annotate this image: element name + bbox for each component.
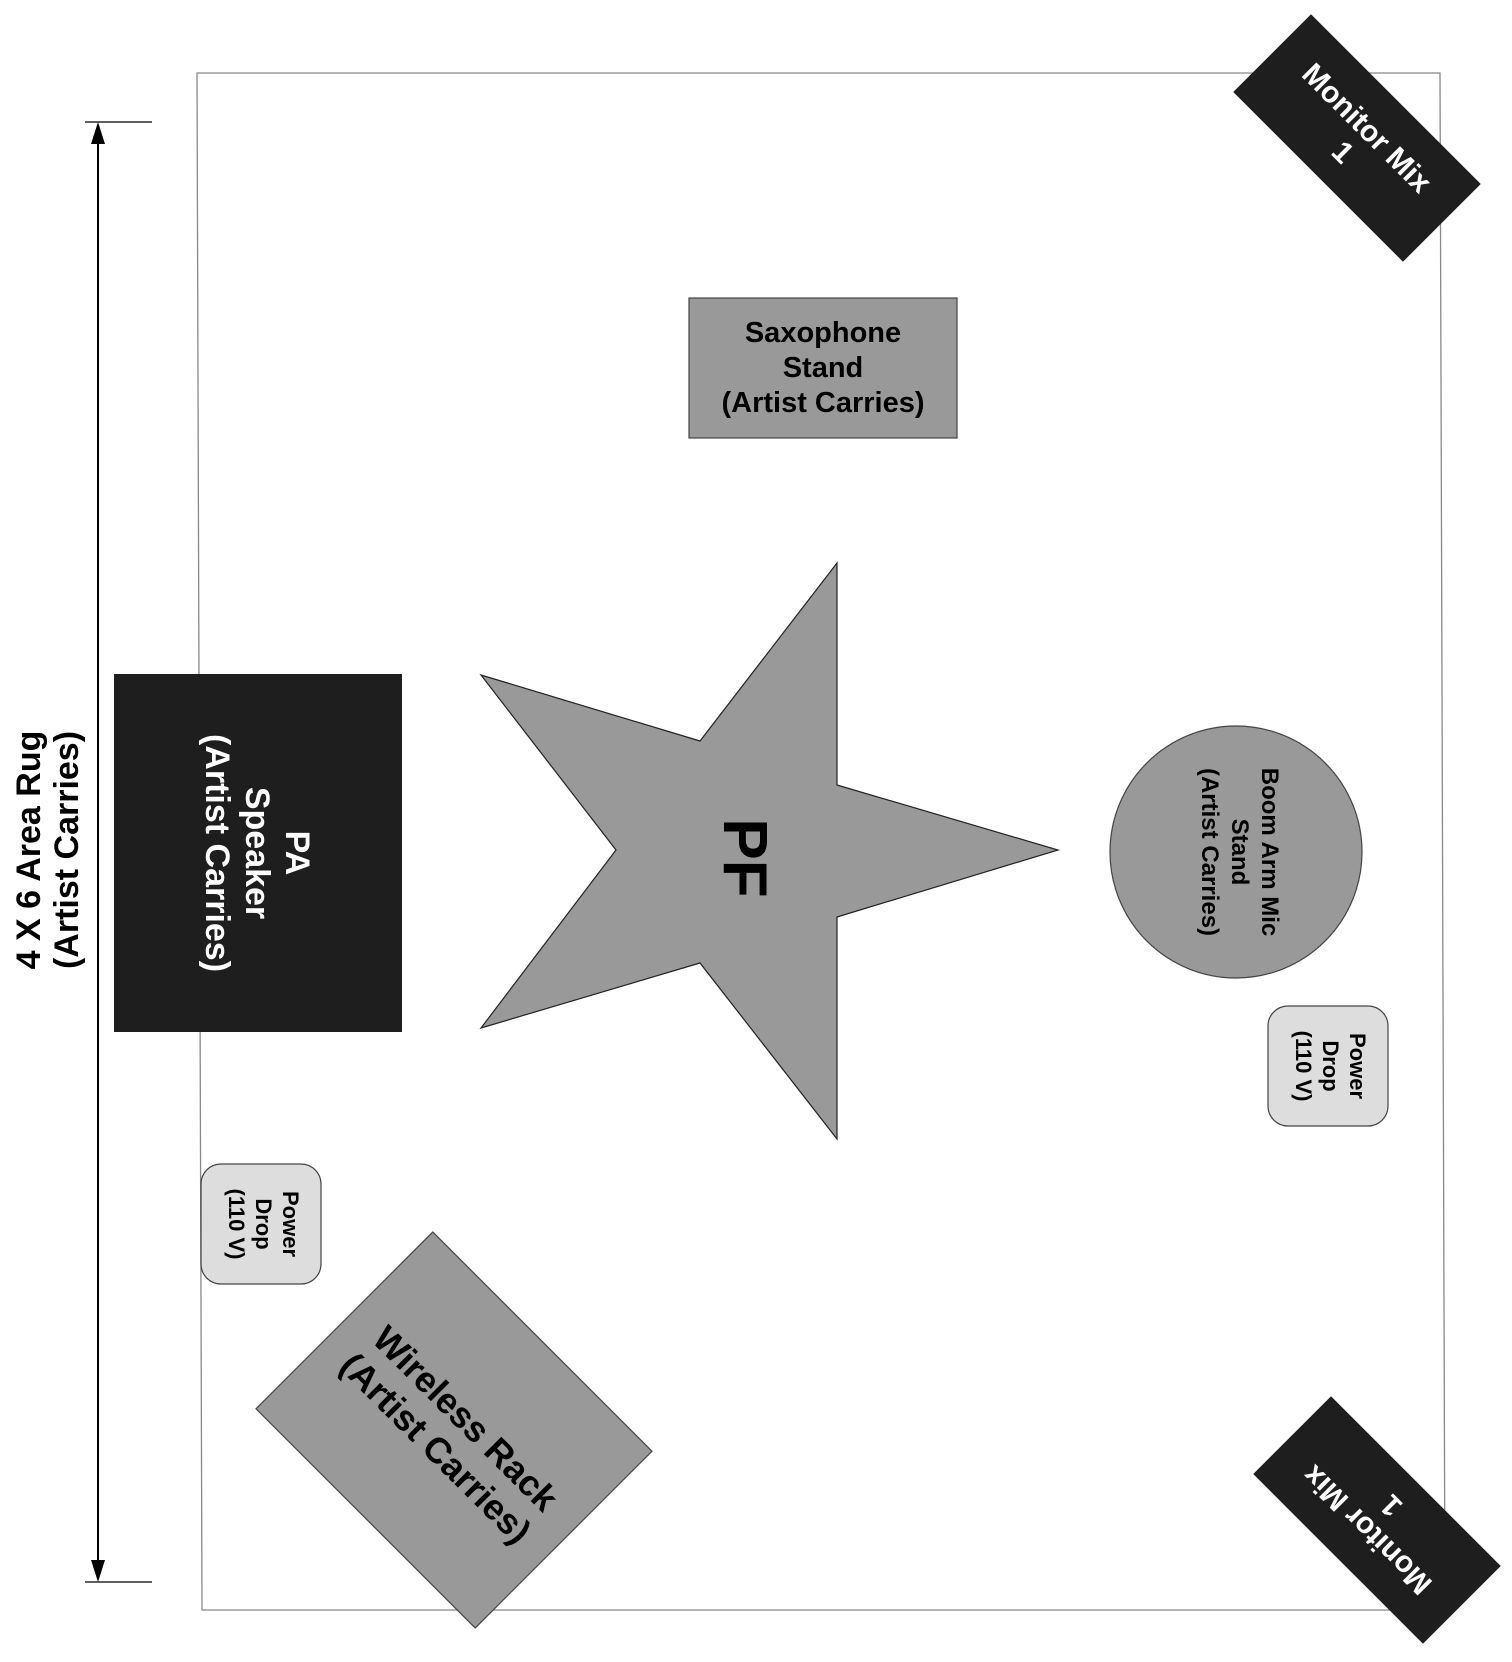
- power-drop-right: Power Drop (110 V): [1267, 1005, 1389, 1127]
- power-drop-right-line1: Power: [1345, 1033, 1370, 1099]
- saxophone-stand-line2: Stand: [783, 352, 864, 384]
- rug-label: 4 X 6 Area Rug (Artist Carries): [10, 731, 86, 970]
- pa-speaker-line1: PA: [278, 831, 316, 876]
- saxophone-stand-line3: (Artist Carries): [721, 387, 924, 419]
- power-drop-right-body: [1267, 1005, 1389, 1127]
- rug-dimension-line: [85, 121, 152, 1583]
- power-drop-right-line2: Drop: [1318, 1040, 1343, 1091]
- mic-stand-line2: Stand: [1226, 819, 1253, 886]
- power-drop-right-line3: (110 V): [1291, 1031, 1316, 1102]
- monitor-mix-top-body: [1233, 14, 1481, 262]
- pa-speaker: PA Speaker (Artist Carries): [114, 674, 402, 1032]
- boom-arm-mic-stand: Boom Arm Mic Stand (Artist Carries): [1109, 725, 1363, 979]
- power-drop-left-line2: Drop: [251, 1198, 276, 1249]
- wireless-rack: Wireless Rack (Artist Carries): [255, 1231, 653, 1629]
- saxophone-stand: Saxophone Stand (Artist Carries): [688, 297, 958, 439]
- pa-speaker-line3: (Artist Carries): [198, 734, 236, 972]
- mic-stand-line3: (Artist Carries): [1196, 768, 1223, 936]
- rug-label-line2: (Artist Carries): [48, 731, 86, 969]
- saxophone-stand-line1: Saxophone: [745, 317, 901, 349]
- monitor-mix-top: Monitor Mix 1: [1233, 14, 1481, 262]
- pa-speaker-line2: Speaker: [238, 787, 276, 919]
- monitor-mix-bottom-body: [1253, 1396, 1501, 1644]
- power-drop-left: Power Drop (110 V): [200, 1163, 322, 1285]
- performer-star: PF: [479, 561, 1061, 1141]
- power-drop-left-body: [200, 1163, 322, 1285]
- arrow-up-icon: [91, 122, 105, 144]
- performer-label: PF: [710, 818, 779, 897]
- wireless-rack-body: [255, 1231, 653, 1629]
- power-drop-left-line1: Power: [278, 1191, 303, 1257]
- mic-stand-line1: Boom Arm Mic: [1256, 768, 1283, 936]
- power-drop-left-line3: (110 V): [224, 1189, 249, 1260]
- mic-stand-body: [1109, 725, 1363, 979]
- pa-speaker-body: [114, 674, 402, 1032]
- rug-label-line1: 4 X 6 Area Rug: [10, 731, 48, 970]
- arrow-down-icon: [91, 1560, 105, 1582]
- performer-star-shape: [479, 561, 1061, 1141]
- saxophone-stand-body: [688, 297, 958, 439]
